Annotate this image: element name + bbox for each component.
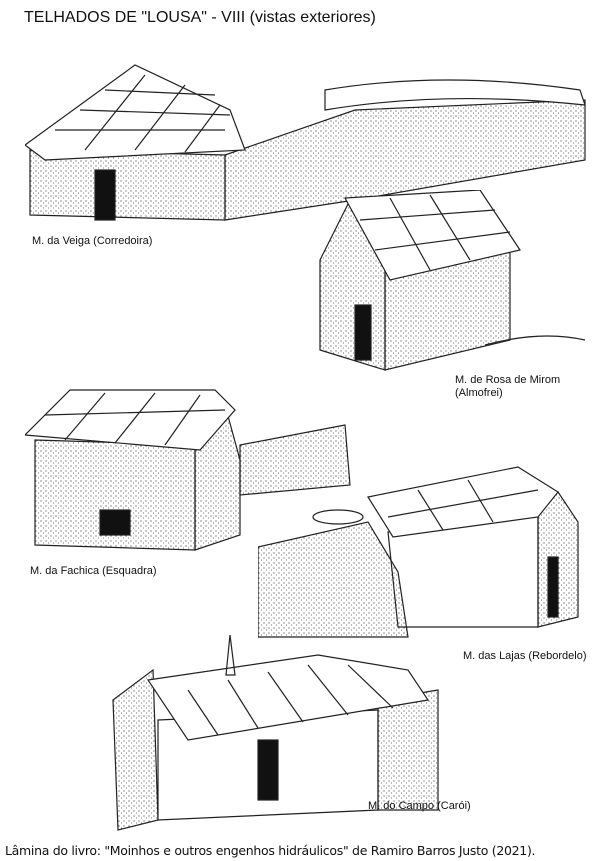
mill-illustration-campo (112, 634, 439, 831)
caption-veiga: M. da Veiga (Corredoira) (32, 235, 153, 247)
mill-illustration-rosa-de-mirom (319, 190, 586, 371)
footer-credit: Lâmina do livro: "Moinhos e outros engen… (5, 843, 536, 858)
caption-rosa-de-mirom-line1: M. de Rosa de Mirom (455, 374, 561, 386)
mill-illustration-veiga (25, 64, 586, 221)
page-title: TELHADOS DE "LOUSA" - VIII (vistas exter… (24, 9, 376, 26)
caption-rosa-de-mirom-line2: (Almofrei) (455, 387, 503, 399)
mill-illustration-lajas (258, 466, 579, 638)
caption-campo: M. do Campo (Carói) (368, 800, 471, 812)
caption-lajas: M. das Lajas (Rebordelo) (463, 650, 587, 662)
caption-fachica: M. da Fachica (Esquadra) (30, 565, 157, 577)
caption-rosa-de-mirom: M. de Rosa de Mirom (Almofrei) (455, 374, 560, 400)
mill-illustration-fachica (25, 389, 351, 551)
